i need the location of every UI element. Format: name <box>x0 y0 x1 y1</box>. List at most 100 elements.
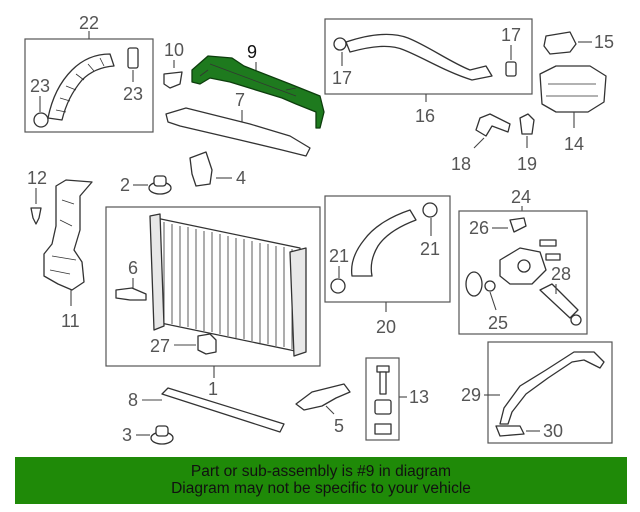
bracket-9-body[interactable] <box>191 55 325 129</box>
callout-11[interactable]: 11 <box>61 311 80 331</box>
hose-clamp-21-left <box>330 278 346 294</box>
housing-bolt-1 <box>539 239 557 247</box>
callout-19[interactable]: 19 <box>517 154 537 174</box>
clip-12-shape <box>30 207 42 225</box>
callout-20[interactable]: 20 <box>376 317 396 337</box>
callout-5[interactable]: 5 <box>334 416 344 436</box>
lower-parts: 8 3 5 <box>122 383 351 445</box>
washer <box>374 423 392 435</box>
callout-25[interactable]: 25 <box>488 313 508 333</box>
hose-clamp-right <box>127 47 139 69</box>
hose-clamp-17-left <box>333 37 347 51</box>
callout-28[interactable]: 28 <box>551 264 571 284</box>
callout-2[interactable]: 2 <box>120 175 130 195</box>
overflow-hose <box>345 33 493 81</box>
grommet-3-top <box>155 425 169 437</box>
deflector-11-body <box>43 179 93 291</box>
leader-25 <box>489 291 497 311</box>
fastener-box <box>365 357 400 441</box>
leader-18 <box>473 137 485 149</box>
outlet-pipe-group: 29 30 <box>461 341 613 444</box>
callout-10[interactable]: 10 <box>164 40 184 60</box>
lower-radiator-hose <box>350 209 417 277</box>
clip-10-shape <box>163 71 183 89</box>
hose-clamp-left <box>33 112 49 128</box>
radiator-fins <box>163 222 293 349</box>
overflow-hose-box <box>324 18 533 95</box>
thermostat-group: 24 26 25 28 <box>458 187 588 335</box>
bracket-9-edges <box>199 63 297 97</box>
callout-26[interactable]: 26 <box>469 218 489 238</box>
hose-clamp-17-right <box>505 61 517 77</box>
pipe-28-ring <box>570 314 582 326</box>
callout-23-right[interactable]: 23 <box>123 84 143 104</box>
radiator-group: 1 6 27 <box>105 206 321 399</box>
hose-assembly-group: 22 23 23 <box>24 13 154 133</box>
deflector-11-ribs <box>49 199 77 275</box>
callout-21-left[interactable]: 21 <box>329 246 349 266</box>
coolant-reservoir-group: 15 14 <box>539 31 614 154</box>
callout-3[interactable]: 3 <box>122 425 132 445</box>
bolt-shank <box>379 371 387 395</box>
callout-14[interactable]: 14 <box>564 134 584 154</box>
leader-5 <box>325 405 335 415</box>
hose-clamp-21-right <box>422 202 438 218</box>
grommet-2: 2 <box>120 175 172 195</box>
callout-1[interactable]: 1 <box>208 379 218 399</box>
callout-7[interactable]: 7 <box>235 90 245 110</box>
pipe-28 <box>539 283 579 319</box>
callout-9[interactable]: 9 <box>247 42 257 62</box>
callout-23-left[interactable]: 23 <box>30 76 50 96</box>
radiator-right-tank <box>289 247 307 357</box>
parts-diagram: 22 23 23 10 9 7 4 2 <box>24 13 614 445</box>
callout-6[interactable]: 6 <box>128 258 138 278</box>
callout-15[interactable]: 15 <box>594 32 614 52</box>
housing-bolt-2 <box>545 253 561 261</box>
thermostat-box <box>458 210 588 335</box>
push-pin-clip-10: 10 <box>163 40 184 89</box>
callout-27[interactable]: 27 <box>150 336 170 356</box>
outlet-pipe-box <box>487 341 613 444</box>
reservoir-cap-15 <box>543 31 577 55</box>
gasket-ring <box>465 271 483 297</box>
gasket-30 <box>495 425 525 437</box>
seal-8 <box>161 387 285 433</box>
radiator-left-tank <box>149 213 165 331</box>
callout-22[interactable]: 22 <box>79 13 99 33</box>
footer-banner: Part or sub-assembly is #9 in diagram Di… <box>15 457 627 504</box>
reservoir-lines <box>546 83 598 97</box>
radiator-hose <box>47 53 115 121</box>
callout-29[interactable]: 29 <box>461 385 481 405</box>
air-baffle-7: 7 <box>165 90 311 157</box>
bracket-5 <box>295 383 351 411</box>
callout-21-right[interactable]: 21 <box>420 239 440 259</box>
radiator-box <box>105 206 321 367</box>
callout-17-right[interactable]: 17 <box>501 25 521 45</box>
outlet-pipe <box>499 351 605 425</box>
hose-ribs <box>55 57 105 113</box>
callout-17-left[interactable]: 17 <box>332 68 352 88</box>
bracket-4: 4 <box>189 151 246 188</box>
hose-18 <box>475 113 511 137</box>
callout-12[interactable]: 12 <box>27 168 47 188</box>
callout-13[interactable]: 13 <box>409 387 429 407</box>
callout-24[interactable]: 24 <box>511 187 531 207</box>
fastener-group-13: 13 <box>365 357 429 441</box>
bolt-head <box>376 365 390 373</box>
callout-18[interactable]: 18 <box>451 154 471 174</box>
housing-port <box>517 259 531 273</box>
bracket-4-shape <box>189 151 213 187</box>
clamp-19 <box>519 113 535 135</box>
lower-hose-group: 21 21 20 <box>324 195 451 337</box>
drain-plug-6 <box>115 287 147 301</box>
callout-8[interactable]: 8 <box>128 390 138 410</box>
deflector-group: 12 11 <box>27 168 93 331</box>
reservoir-tank-14 <box>539 65 607 113</box>
callout-30[interactable]: 30 <box>543 421 563 441</box>
callout-16[interactable]: 16 <box>415 106 435 126</box>
upper-radiator-bracket-9: 9 <box>191 42 325 129</box>
callout-4[interactable]: 4 <box>236 168 246 188</box>
fitting-27 <box>197 333 217 355</box>
sensor-26 <box>509 217 527 233</box>
seal-25 <box>484 280 496 292</box>
